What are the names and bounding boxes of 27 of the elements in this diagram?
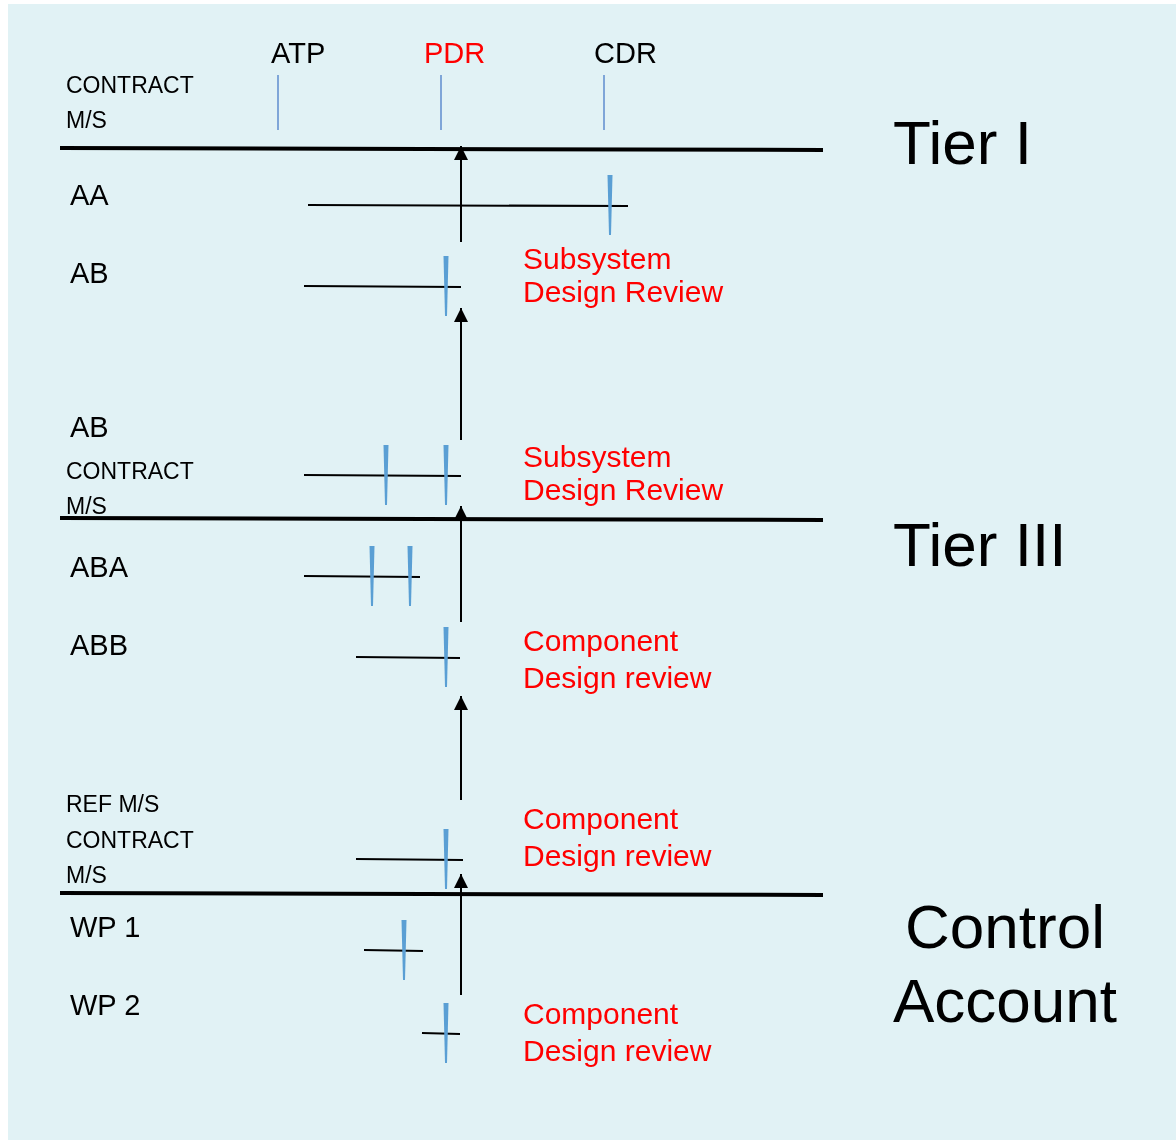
tier-label: Tier I — [893, 107, 1032, 179]
tier-label: Tier III — [893, 509, 1067, 581]
row-label: CONTRACT M/S — [66, 71, 195, 135]
arrow — [454, 145, 468, 243]
review-label: Subsystem Design Review — [523, 440, 725, 506]
arrow — [454, 505, 468, 623]
tier-label: Control Account — [892, 891, 1118, 1038]
row-label: CONTRACT M/S — [66, 826, 195, 890]
milestone-label: PDR — [424, 36, 487, 71]
arrow — [454, 695, 468, 801]
row-label: ABA — [70, 550, 129, 585]
row-label: AB — [70, 256, 109, 291]
row-label: ABB — [70, 628, 129, 663]
row-label: REF M/S — [66, 790, 160, 819]
review-label: Component Design review — [523, 623, 713, 696]
row-label: WP 2 — [70, 988, 141, 1023]
row-label: WP 1 — [70, 910, 141, 945]
review-label: Subsystem Design Review — [523, 242, 725, 308]
arrow — [454, 873, 468, 996]
review-label: Component Design review — [523, 996, 713, 1069]
arrow — [454, 307, 468, 441]
review-label: Component Design review — [523, 801, 713, 874]
row-label: AA — [70, 178, 109, 213]
row-label: CONTRACT M/S — [66, 457, 195, 521]
row-label: AB — [70, 410, 109, 445]
milestone-label: CDR — [594, 36, 657, 71]
milestone-label: ATP — [271, 36, 326, 71]
